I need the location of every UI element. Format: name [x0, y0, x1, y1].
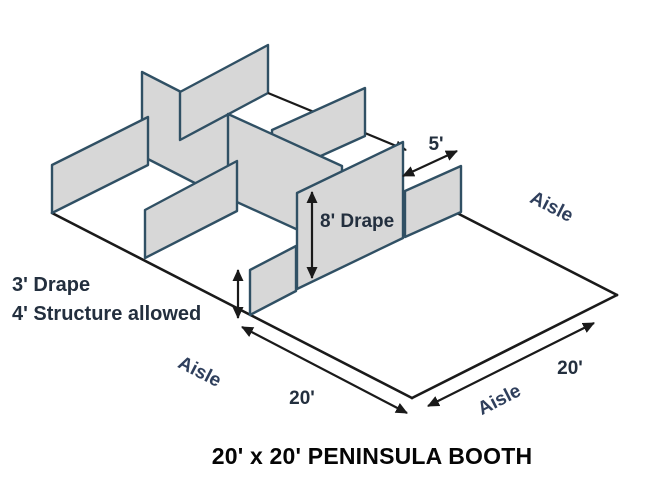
floor-edge-right-back	[453, 210, 619, 297]
label-4ft-structure: 4' Structure allowed	[12, 303, 201, 325]
label-20ft-right: 20'	[557, 358, 583, 379]
label-aisle-right: Aisle	[526, 187, 576, 226]
dim-arrow-20ft-left	[241, 326, 408, 414]
label-8ft-drape: 8' Drape	[320, 211, 394, 232]
label-aisle-bottom-right: Aisle	[475, 380, 525, 419]
dim-arrow-5ft	[402, 150, 458, 177]
peninsula-backwall-left-3ft-panel	[248, 244, 298, 317]
peninsula-backwall-right-3ft-panel	[403, 164, 463, 239]
label-5ft: 5'	[428, 134, 443, 155]
label-aisle-bottom-left: Aisle	[174, 352, 224, 391]
diagram-title: 20' x 20' PENINSULA BOOTH	[212, 443, 533, 469]
label-20ft-left: 20'	[289, 388, 315, 409]
label-3ft-drape: 3' Drape	[12, 274, 90, 296]
peninsula-backwall-8ft-drape-panel	[295, 140, 405, 291]
side-rail-far-left-3ft-panel	[50, 115, 150, 215]
dim-arrow-20ft-right	[427, 322, 595, 407]
divider-rail-mid-3ft-panel	[143, 159, 239, 260]
